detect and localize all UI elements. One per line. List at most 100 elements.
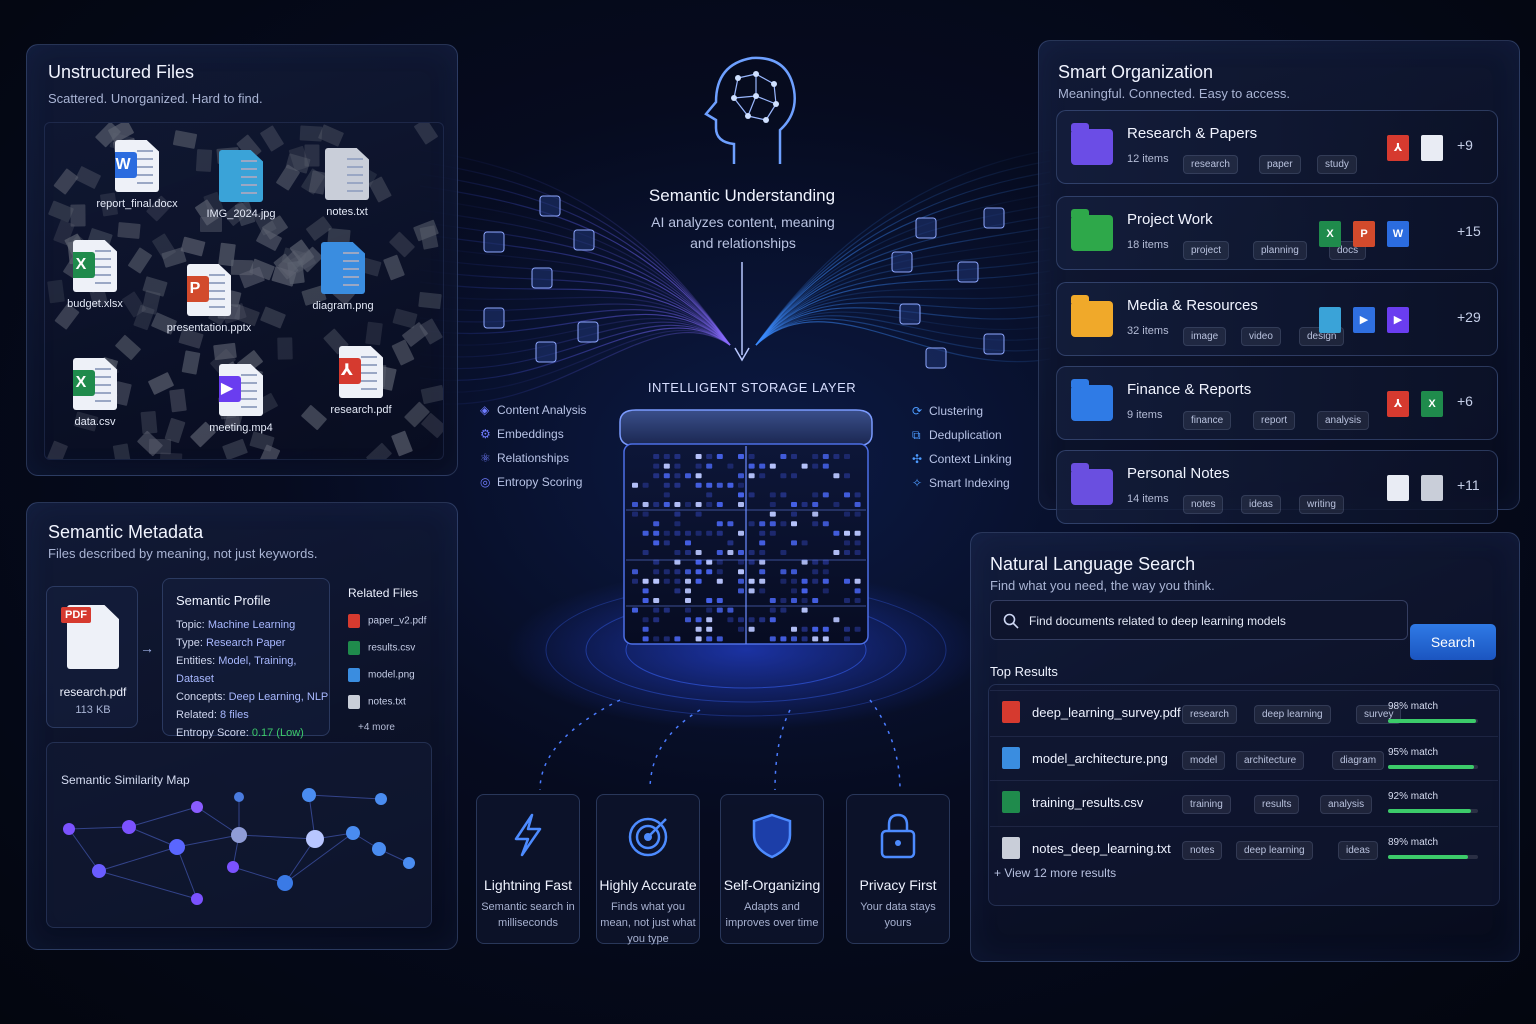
file-item[interactable]: ▶meeting.mp4 <box>186 364 296 434</box>
cube-light <box>642 578 649 584</box>
cube-light <box>706 598 713 603</box>
folder-count: 14 items <box>1127 493 1169 505</box>
related-file[interactable]: paper_v2.pdf <box>348 614 426 628</box>
cube-light <box>663 463 670 469</box>
folder-more-count[interactable]: +29 <box>1457 309 1481 325</box>
cube-light <box>632 607 638 613</box>
organization-title: Smart Organization <box>1058 62 1214 82</box>
floating-doc-icon <box>483 307 505 329</box>
folder-tag[interactable]: notes <box>1183 495 1224 514</box>
cube-light <box>748 492 755 498</box>
result-tag[interactable]: deep learning <box>1254 705 1331 724</box>
result-tag[interactable]: results <box>1254 795 1300 814</box>
folder-tag[interactable]: research <box>1183 155 1238 174</box>
floating-doc-icon <box>577 321 599 343</box>
match-bar <box>1388 855 1478 859</box>
folder-tag[interactable]: writing <box>1299 495 1344 514</box>
paper-scrap <box>164 417 186 443</box>
cube-light <box>791 473 797 479</box>
view-more-results[interactable]: + View 12 more results <box>994 866 1116 880</box>
result-tag[interactable]: notes <box>1182 841 1223 860</box>
cube-light <box>663 454 670 459</box>
folder-tag[interactable]: analysis <box>1317 411 1370 430</box>
folder-tag[interactable]: image <box>1183 327 1227 346</box>
text-line <box>347 166 363 168</box>
folder-tag[interactable]: paper <box>1259 155 1301 174</box>
file-icon: ▶ <box>219 364 263 416</box>
folder-tag[interactable]: planning <box>1253 241 1307 260</box>
profile-row: Related: 8 files <box>176 706 329 724</box>
related-file[interactable]: results.csv <box>348 641 415 655</box>
text-line <box>95 250 111 252</box>
cube-light <box>769 492 776 498</box>
paper-scrap <box>364 321 383 346</box>
text-line <box>137 182 153 184</box>
cube-light <box>663 530 670 536</box>
cube-light <box>727 463 734 469</box>
folder-more-count[interactable]: +15 <box>1457 223 1481 239</box>
file-icon: X <box>73 358 117 410</box>
related-more[interactable]: +4 more <box>358 722 395 733</box>
folder-tag[interactable]: video <box>1241 327 1281 346</box>
cube-light <box>759 530 766 536</box>
cube-light <box>791 588 797 594</box>
folder-tag[interactable]: finance <box>1183 411 1232 430</box>
file-name: data.csv <box>74 416 116 428</box>
result-tag[interactable]: training <box>1182 795 1231 814</box>
result-tag[interactable]: model <box>1182 751 1226 770</box>
result-tag[interactable]: analysis <box>1320 795 1373 814</box>
cube-light <box>822 578 829 584</box>
text-line <box>241 398 257 400</box>
cube-light <box>642 530 649 536</box>
folder-tag[interactable]: ideas <box>1241 495 1281 514</box>
floating-doc-icon <box>535 341 557 363</box>
result-tag[interactable]: diagram <box>1332 751 1385 770</box>
cube-light <box>663 636 670 642</box>
cube-light <box>822 521 829 527</box>
paper-scrap <box>46 440 69 459</box>
cube-light <box>780 636 787 642</box>
result-tag[interactable]: architecture <box>1236 751 1305 770</box>
cube-light <box>822 626 829 632</box>
metadata-file-card[interactable]: PDF research.pdf 113 KB <box>46 586 138 728</box>
search-button[interactable]: Search <box>1410 624 1496 660</box>
folder-more-count[interactable]: +6 <box>1457 393 1473 409</box>
result-name: deep_learning_survey.pdf <box>1032 705 1181 720</box>
cube-light <box>844 511 850 517</box>
folder-tag[interactable]: project <box>1183 241 1230 260</box>
search-input[interactable]: Find documents related to deep learning … <box>990 600 1408 640</box>
related-file[interactable]: model.png <box>348 668 415 682</box>
cube-light <box>727 607 734 613</box>
folder-more-count[interactable]: +9 <box>1457 137 1473 153</box>
folder-tag[interactable]: study <box>1317 155 1357 174</box>
floating-doc-icon <box>539 195 561 217</box>
cube-light <box>854 511 861 517</box>
file-item[interactable]: notes.txt <box>292 148 402 218</box>
result-tag[interactable]: research <box>1182 705 1237 724</box>
folder-more-count[interactable]: +11 <box>1457 477 1480 493</box>
related-file[interactable]: notes.txt <box>348 695 406 709</box>
folder-name: Research & Papers <box>1127 125 1258 142</box>
folder-tag[interactable]: report <box>1253 411 1296 430</box>
cube-light <box>674 502 681 507</box>
file-item[interactable]: diagram.png <box>288 242 398 312</box>
result-tag[interactable]: deep learning <box>1236 841 1313 860</box>
cube-light <box>674 454 681 459</box>
result-tag[interactable]: ideas <box>1338 841 1378 860</box>
file-type-badge: X <box>73 252 95 278</box>
file-item[interactable]: ⅄research.pdf <box>306 346 416 416</box>
file-item[interactable]: IMG_2024.jpg <box>186 150 296 220</box>
